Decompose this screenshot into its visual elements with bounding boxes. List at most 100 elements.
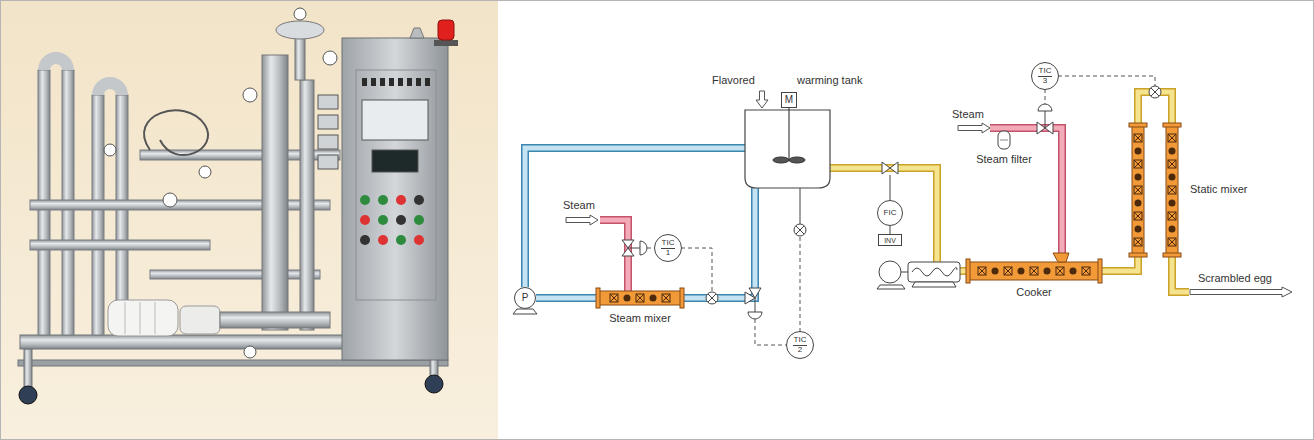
mixer-element [1168, 186, 1176, 194]
mixer-element [610, 294, 618, 302]
machine-photo [294, 8, 306, 20]
machine-photo [414, 215, 424, 225]
feed-pump [879, 261, 901, 283]
control-valve [749, 288, 761, 298]
shape-drawing [968, 262, 1100, 280]
sensor-line [890, 175, 891, 200]
mixer-element [1134, 238, 1142, 246]
shape-outline [596, 288, 684, 308]
machine-photo [414, 235, 424, 245]
machine-photo [44, 58, 68, 70]
inverter-box: INV [878, 234, 902, 246]
machine-photo [372, 150, 418, 172]
shape-outline [789, 157, 805, 163]
symbol-text: 3 [1043, 77, 1047, 85]
mixer-element [1168, 134, 1176, 142]
mixer-element [978, 267, 986, 275]
mixer-element [1135, 200, 1142, 207]
mixer-element [1135, 148, 1142, 155]
machine-photo [24, 349, 32, 387]
shape-outline [788, 107, 789, 160]
steam-pipe [990, 126, 1008, 131]
pipe-bore [830, 168, 968, 271]
mixer-element [636, 294, 644, 302]
mixer-element [1168, 238, 1176, 246]
machine-photo [360, 235, 370, 245]
mixer-element [1169, 148, 1176, 155]
pipe-bore [682, 188, 755, 298]
temperature-sensor [1149, 86, 1161, 98]
pipe-connector [890, 226, 891, 234]
machine-photo [360, 215, 370, 225]
static-mixer: Static mixer [1128, 125, 1182, 255]
machine-photo [19, 386, 37, 404]
machine-photo [318, 135, 338, 149]
shape-outline [998, 131, 1010, 149]
control-valve [622, 248, 634, 256]
flow-arrow [958, 123, 990, 133]
shape-outline [1163, 253, 1181, 257]
machine-photo [144, 110, 208, 155]
machine-photo [244, 346, 256, 358]
mixer-element [1056, 267, 1064, 275]
mixer-element [1044, 268, 1051, 275]
machine-photo [180, 306, 220, 334]
shape-outline [966, 259, 970, 283]
shape-drawing [998, 131, 1010, 149]
machine-photo [438, 20, 454, 40]
mixer-element [1004, 267, 1012, 275]
machine-photo [378, 195, 388, 205]
mixer-element [1168, 160, 1176, 168]
machine-photo [163, 193, 177, 207]
mixer-element [1168, 160, 1176, 168]
machine-photo [116, 95, 128, 335]
machine-photo [378, 215, 388, 225]
machine-photo [262, 55, 288, 330]
mixer-element [662, 294, 670, 302]
pipe-wall [830, 168, 968, 271]
mixer-element [610, 294, 618, 302]
shape-outline [745, 110, 830, 188]
mixer-element [624, 295, 631, 302]
shape-outline [1163, 123, 1181, 127]
mixer-element [1169, 226, 1176, 233]
flow-controller-bubble: FIC [877, 200, 903, 226]
machine-photo [396, 195, 406, 205]
machine-photo [342, 38, 448, 360]
machine-photo [243, 88, 257, 102]
feed-pump [877, 285, 905, 289]
mixer-element [1030, 267, 1038, 275]
mixer-element [650, 295, 657, 302]
mixer-element [1030, 267, 1038, 275]
temperature-sensor [1151, 88, 1159, 96]
shape-outline [1098, 259, 1102, 283]
mixer-element [1134, 134, 1142, 142]
control-valve [1045, 122, 1053, 134]
flow-arrow [756, 91, 768, 108]
flow-label: Flavored [712, 74, 755, 87]
pipe-connector [830, 168, 968, 271]
control-signal [755, 319, 787, 345]
shape-outline [745, 107, 830, 188]
mixer-element [978, 267, 986, 275]
control-signal [800, 237, 801, 332]
symbol-text: 2 [798, 346, 802, 354]
motor-box: M [781, 92, 797, 108]
mixer-element [1018, 268, 1025, 275]
flow-label: Steam [952, 108, 984, 121]
machine-photo [276, 21, 324, 39]
machine-photo [362, 78, 367, 86]
pipe-connector [1004, 128, 1062, 262]
mixer-element [1169, 174, 1176, 181]
flow-label: Steam [563, 199, 595, 212]
symbol-text: M [785, 95, 793, 105]
shape-drawing [598, 291, 682, 305]
machine-photo [98, 83, 122, 95]
product-pipe [1172, 254, 1189, 292]
machine-photo [396, 215, 406, 225]
temperature-sensor [706, 292, 718, 304]
shape-outline [1053, 253, 1069, 262]
steam-mixer: Steam mixer [598, 291, 682, 305]
control-valve [628, 248, 640, 249]
